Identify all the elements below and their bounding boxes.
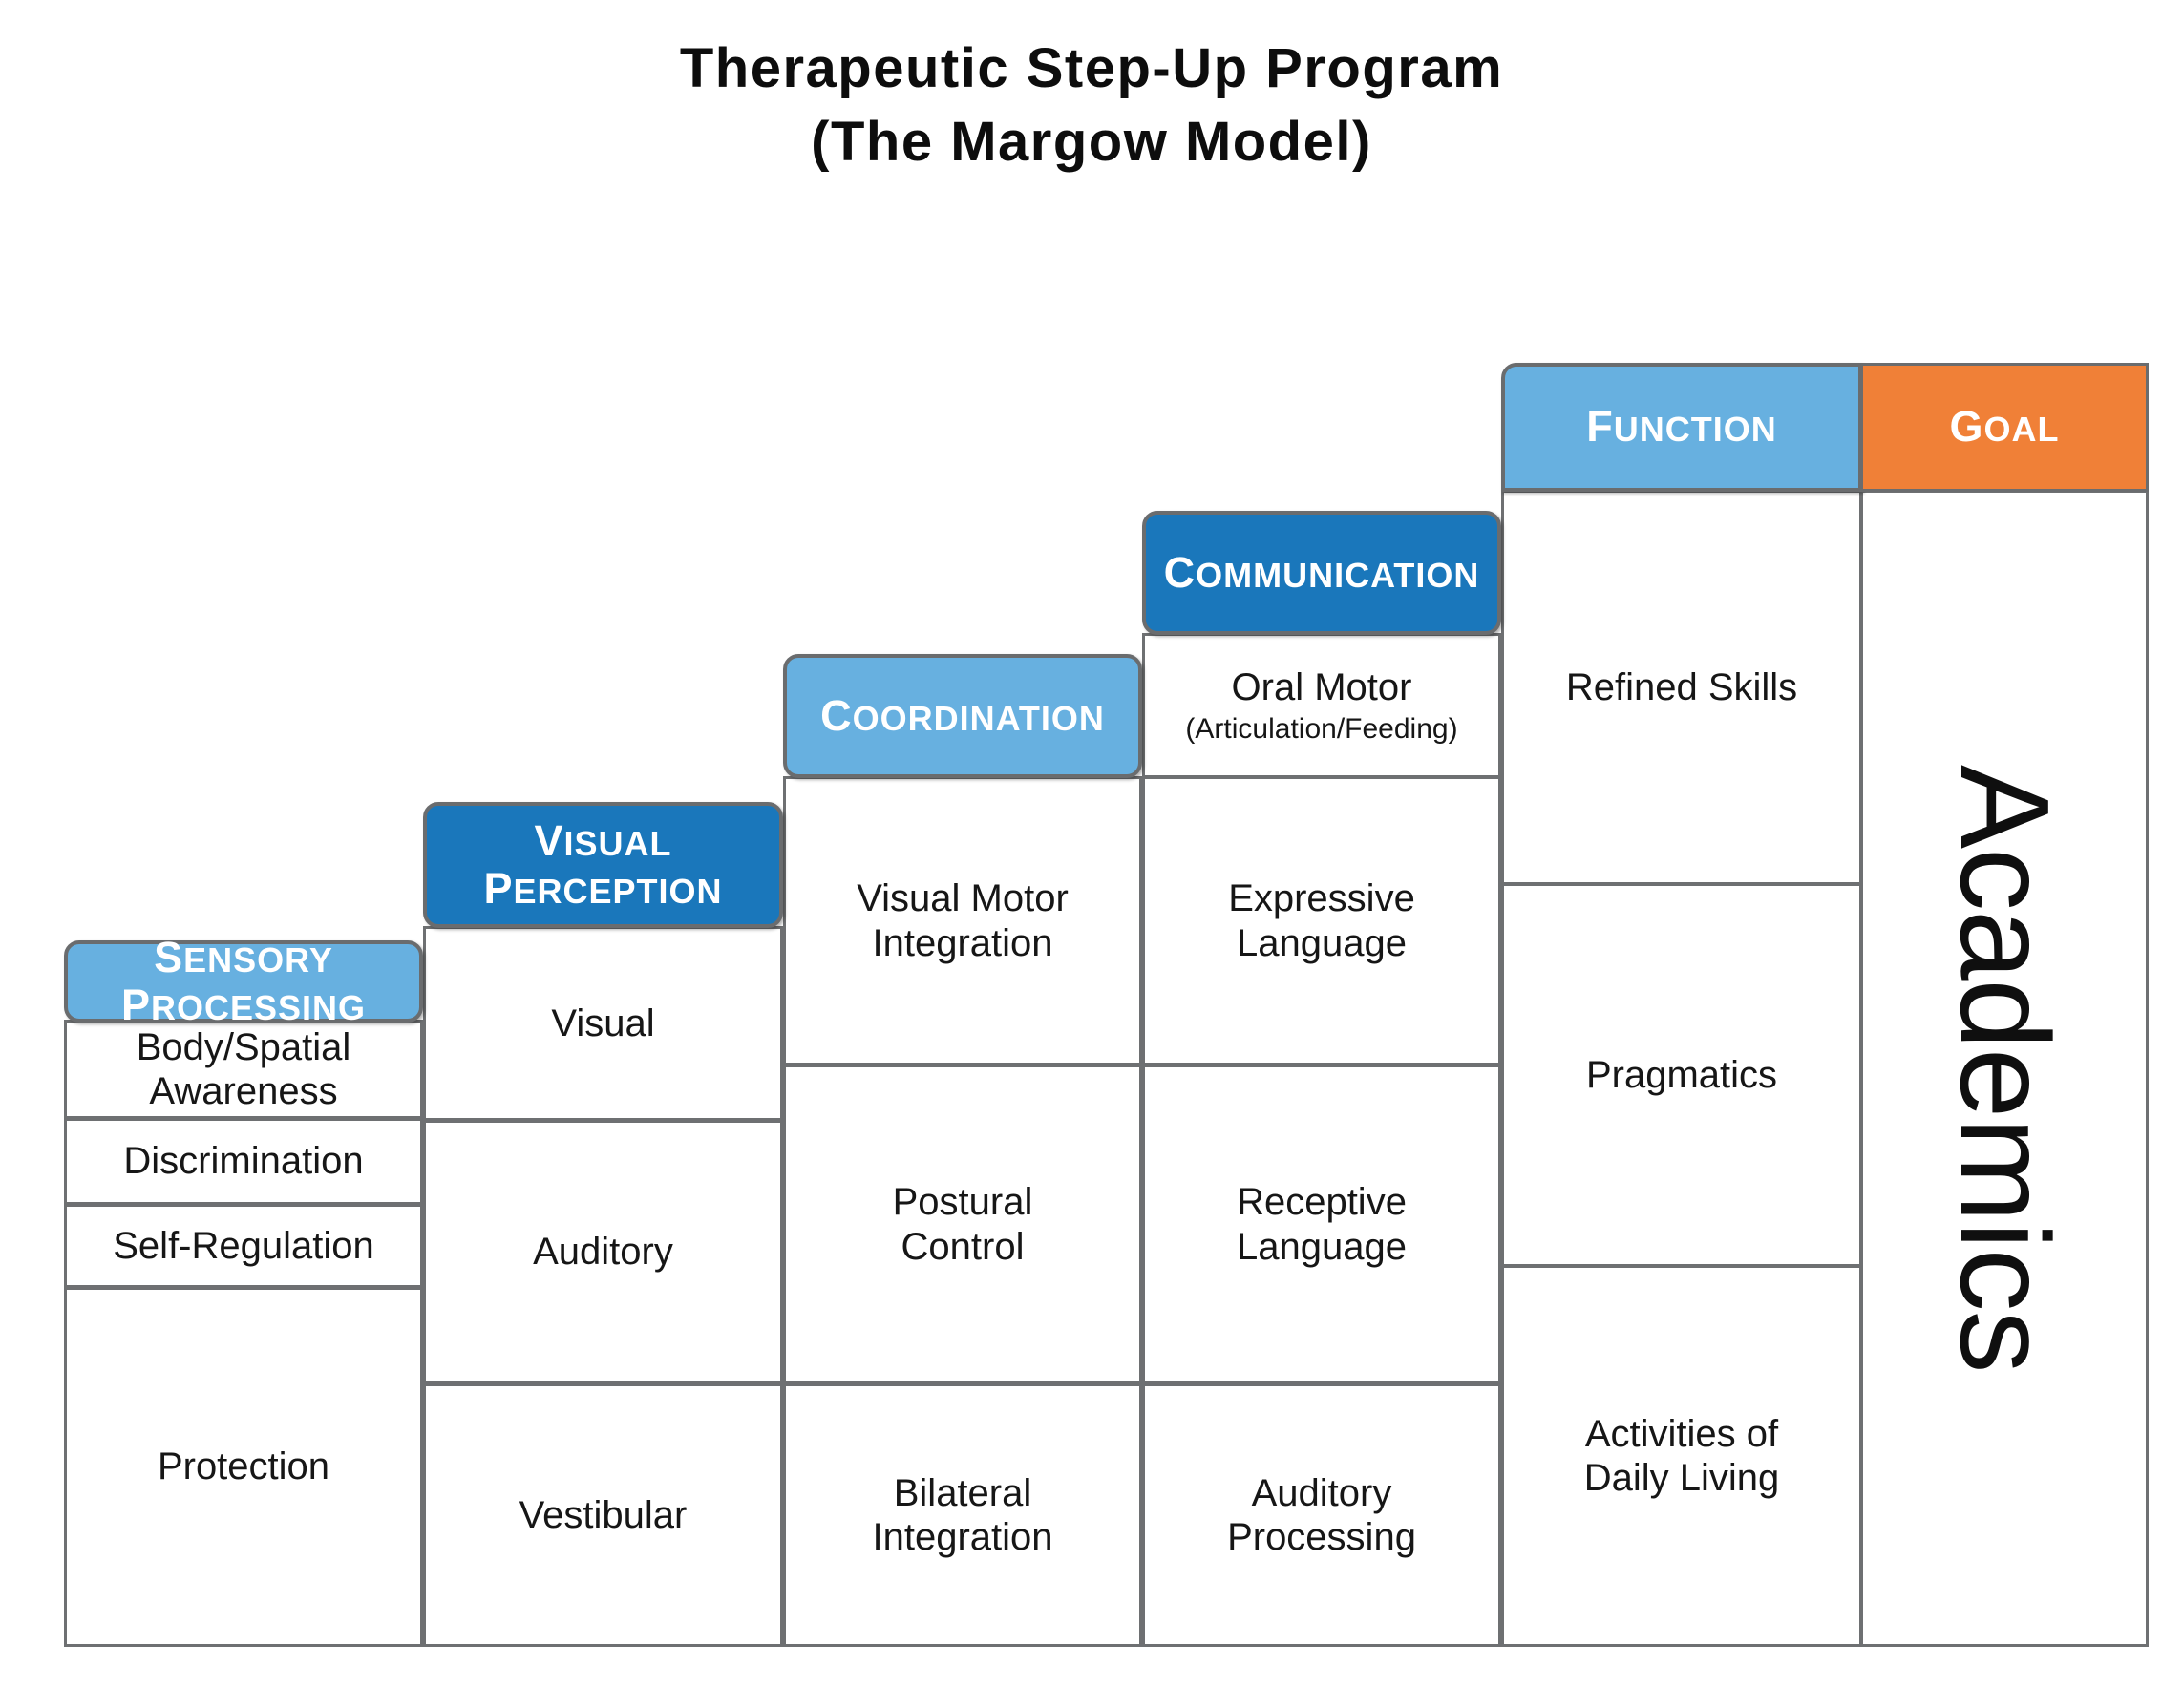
cell-protection[interactable]: Protection [64, 1287, 423, 1647]
sensory-rest: ENSORY [183, 939, 333, 980]
visual-rest: ISUAL [563, 823, 672, 863]
processing-cap: P [120, 981, 151, 1029]
cell-visual[interactable]: Visual [423, 926, 783, 1121]
communication-cap: C [1163, 547, 1197, 597]
cell-text: Self-Regulation [113, 1224, 374, 1267]
column-header-coordination[interactable]: COORDINATION [783, 654, 1142, 778]
title-line-2: (The Margow Model) [811, 110, 1372, 173]
cell-oral-motor[interactable]: Oral Motor (Articulation/Feeding) [1142, 633, 1501, 778]
column-header-goal[interactable]: GOAL [1860, 363, 2149, 492]
visual-perception-label: VISUAL PERCEPTION [483, 815, 723, 914]
title-line-1: Therapeutic Step-Up Program [679, 37, 1504, 99]
perception-rest: ERCEPTION [513, 872, 723, 911]
cell-text: Refined Skills [1565, 665, 1798, 708]
column-header-visual-perception[interactable]: VISUAL PERCEPTION [423, 802, 783, 928]
communication-rest: OMMUNICATION [1196, 555, 1480, 595]
academics-label: Academics [1935, 764, 2075, 1373]
cell-auditory[interactable]: Auditory [423, 1120, 783, 1384]
cell-discrimination[interactable]: Discrimination [64, 1118, 423, 1205]
cell-subtext: (Articulation/Feeding) [1185, 712, 1458, 745]
column-header-sensory-processing[interactable]: SENSORY PROCESSING [64, 933, 423, 1029]
goal-label: GOAL [1949, 402, 2059, 452]
cell-refined-skills[interactable]: Refined Skills [1501, 490, 1862, 885]
function-label: FUNCTION [1586, 402, 1777, 452]
sensory-cap: S [154, 932, 184, 981]
cell-pragmatics[interactable]: Pragmatics [1501, 883, 1862, 1267]
cell-academics[interactable]: Academics [1860, 490, 2149, 1647]
cell-self-regulation[interactable]: Self-Regulation [64, 1204, 423, 1288]
perception-cap: P [483, 864, 514, 913]
function-cap: F [1586, 402, 1614, 452]
visual-cap: V [534, 815, 564, 865]
cell-text: Protection [157, 1445, 330, 1488]
coordination-rest: OORDINATION [852, 698, 1105, 738]
cell-text: Vestibular [519, 1493, 688, 1536]
communication-label: COMMUNICATION [1164, 548, 1480, 598]
function-rest: UNCTION [1613, 410, 1777, 450]
column-header-communication[interactable]: COMMUNICATION [1142, 511, 1501, 635]
cell-text: Pragmatics [1585, 1053, 1778, 1096]
page-title: Therapeutic Step-Up Program (The Margow … [0, 32, 2183, 179]
processing-rest: ROCESSING [150, 988, 367, 1027]
goal-cap: G [1949, 402, 1984, 452]
cell-text: Oral Motor [1231, 666, 1412, 709]
cell-vestibular[interactable]: Vestibular [423, 1383, 783, 1647]
cell-text: Discrimination [123, 1140, 364, 1183]
column-header-function[interactable]: FUNCTION [1501, 363, 1862, 492]
coordination-cap: C [820, 690, 853, 740]
sensory-processing-label: SENSORY PROCESSING [120, 932, 367, 1030]
goal-rest: OAL [1983, 410, 2060, 450]
coordination-label: COORDINATION [820, 691, 1105, 741]
cell-text: Auditory [533, 1231, 673, 1274]
cell-text: Visual [551, 1002, 655, 1044]
